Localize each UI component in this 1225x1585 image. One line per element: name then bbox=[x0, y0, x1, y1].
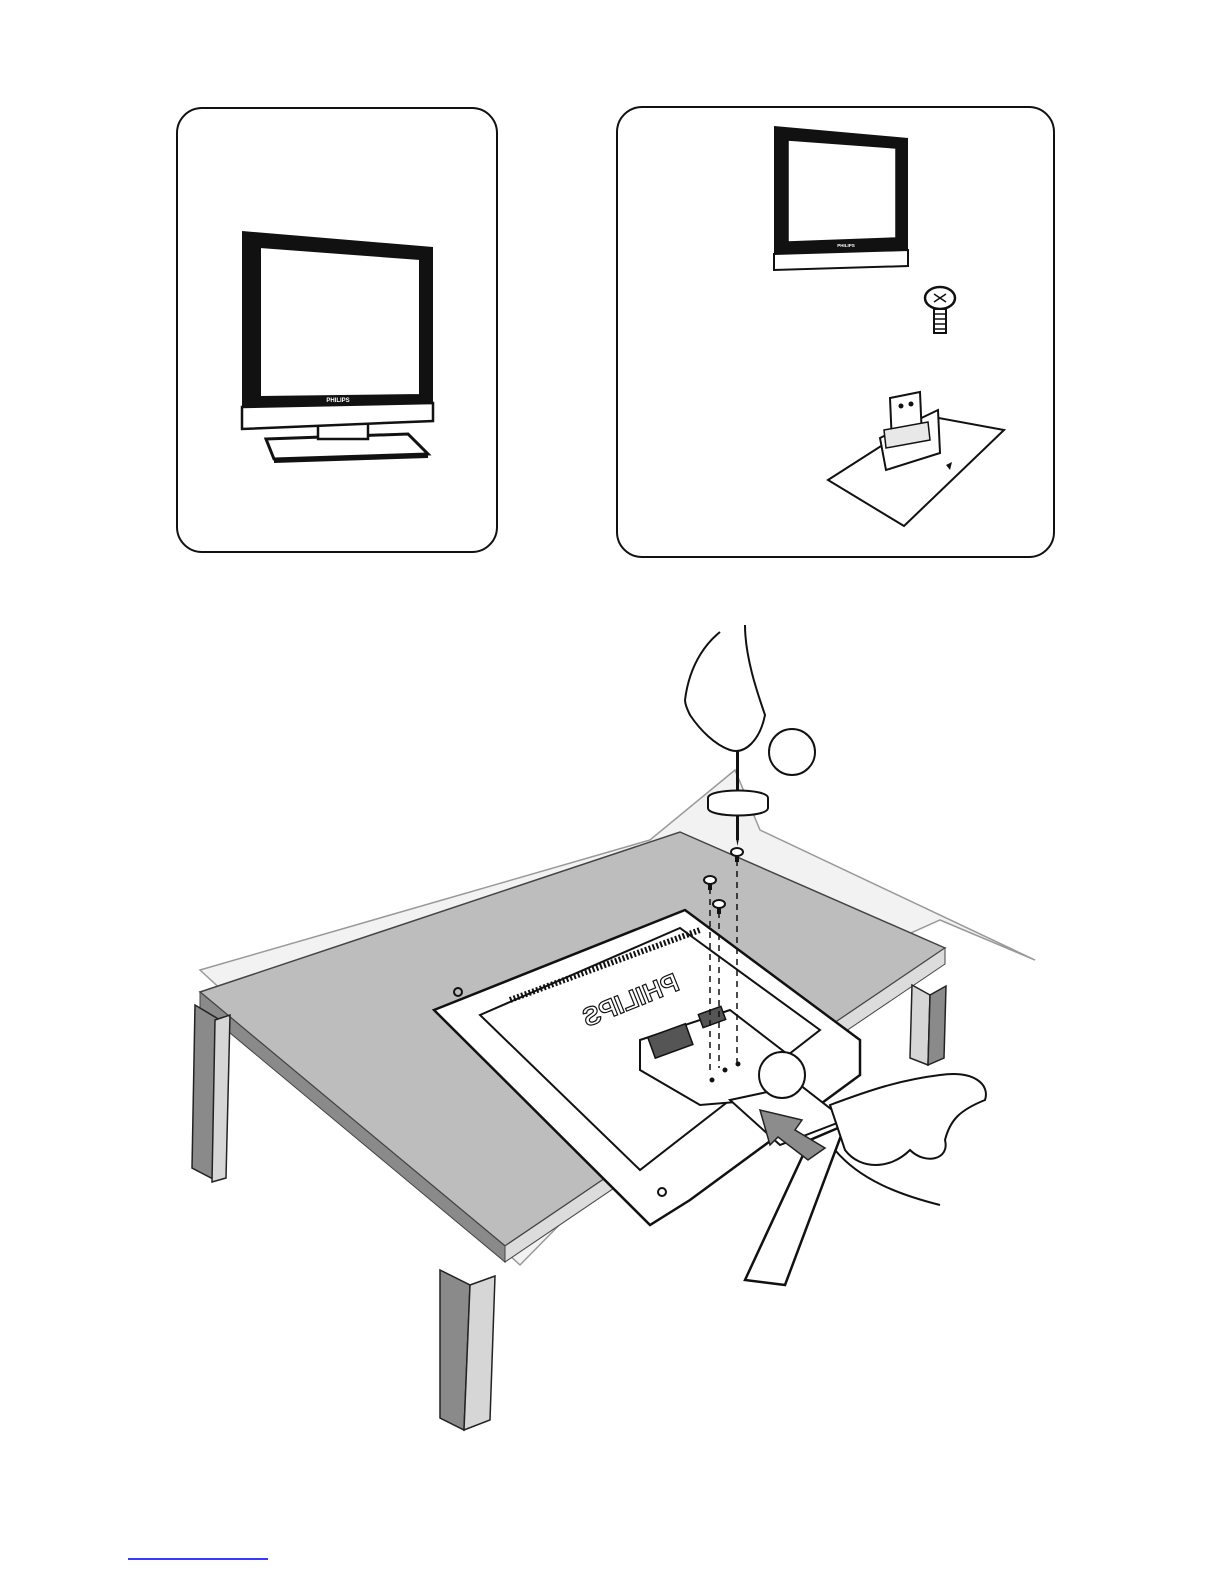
rotation-arrow-icon bbox=[708, 791, 768, 816]
table-leg bbox=[910, 985, 930, 1065]
stand-insertion bbox=[730, 1085, 845, 1285]
table-leg-side bbox=[928, 986, 946, 1065]
step-circle-screw bbox=[769, 729, 815, 775]
hand-holding-stand bbox=[830, 1074, 986, 1165]
table-leg-side bbox=[212, 1015, 230, 1182]
hand-with-screwdriver bbox=[685, 625, 765, 751]
step-circle-stand bbox=[759, 1052, 805, 1098]
footer-underline bbox=[128, 1558, 268, 1560]
